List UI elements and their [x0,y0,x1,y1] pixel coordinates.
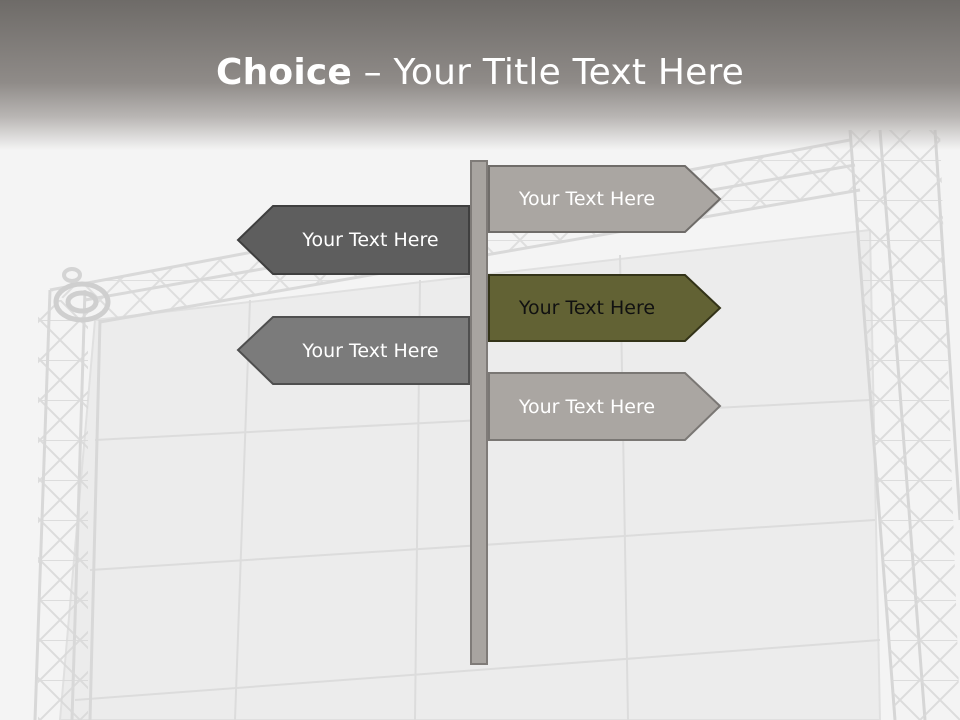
sign-right-2[interactable]: Your Text Here [488,274,722,342]
sign-right-3[interactable]: Your Text Here [488,372,722,441]
sign-shape [236,205,470,275]
title-rest: – Your Title Text Here [352,52,745,93]
sign-label: Your Text Here [518,188,656,210]
title-bold: Choice [215,52,353,93]
sign-right-1[interactable]: Your Text Here [488,165,722,233]
signpost-pole [470,160,488,665]
sign-left-1[interactable]: Your Text Here [236,205,470,275]
title-bar [0,0,960,150]
sign-label: Your Text Here [302,229,439,251]
page-title: Choice – Your Title Text Here [0,52,960,93]
sign-shape [236,316,470,385]
sign-label: Your Text Here [302,339,439,362]
sign-shape [488,372,722,441]
sign-shape [488,274,722,342]
sign-label: Your Text Here [518,297,656,319]
sign-shape [488,165,722,233]
sign-left-2[interactable]: Your Text Here [236,316,470,385]
sign-label: Your Text Here [518,395,656,418]
